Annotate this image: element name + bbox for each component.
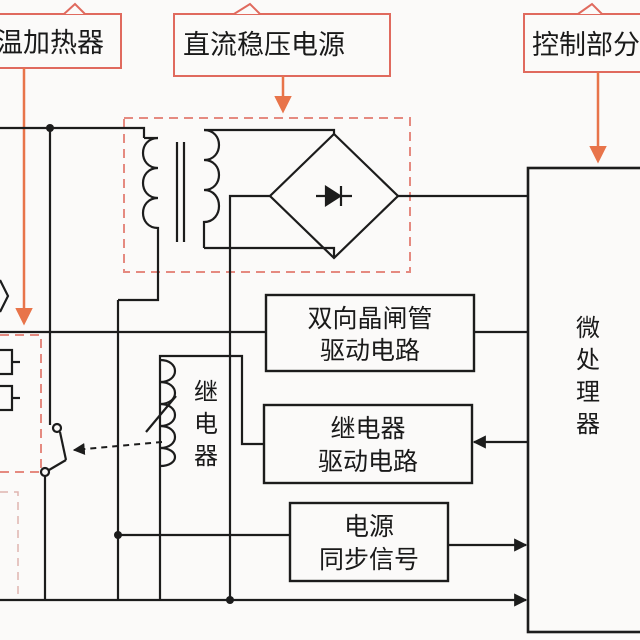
triac-driver-line2: 驱动电路 (320, 336, 420, 365)
mcu-char-1: 微 (576, 314, 600, 342)
sync-signal-line1: 电源 (344, 512, 394, 541)
callout-control: 控制部分 (523, 2, 640, 73)
sync-signal-line2: 同步信号 (319, 545, 419, 574)
transformer (142, 128, 220, 248)
microprocessor-block: 微 处 理 器 (526, 166, 640, 634)
relay-label-2: 电 (194, 410, 218, 438)
relay-contact (39, 422, 68, 478)
relay-driver-line1: 继电器 (330, 414, 405, 443)
triac-driver-block: 双向晶闸管 驱动电路 (264, 293, 476, 373)
primary-lead-top (50, 126, 146, 138)
bridge-rectifier (268, 132, 400, 260)
callout-heater-text: 温加热器 (0, 28, 104, 59)
relay-driver-block: 继电器 驱动电路 (262, 403, 474, 485)
callout-control-text: 控制部分 (532, 30, 640, 61)
triac-driver-line1: 双向晶闸管 (307, 304, 432, 333)
primary-lead-bottom (118, 244, 160, 302)
dc-ground-line (228, 194, 270, 600)
relay-coil-top-lead (158, 354, 232, 360)
sync-signal-block: 电源 同步信号 (288, 501, 450, 583)
heater-element (0, 279, 20, 412)
mcu-char-3: 理 (576, 378, 600, 406)
mcu-char-4: 器 (576, 410, 600, 438)
relay-driver-line2: 驱动电路 (318, 447, 418, 476)
lower-dashed-box (0, 491, 19, 601)
secondary-lead-top (204, 128, 336, 134)
callout-dc-supply-text: 直流稳压电源 (183, 30, 345, 61)
relay-label-1: 继 (194, 378, 218, 406)
callout-dc-supply: 直流稳压电源 (173, 2, 391, 77)
secondary-lead-bottom (204, 246, 336, 258)
relay-driver-output (232, 354, 264, 446)
heater-dashed-box (0, 334, 42, 473)
mcu-char-2: 处 (576, 346, 600, 374)
relay-coil (145, 358, 177, 600)
relay-label-3: 器 (194, 442, 218, 470)
callout-heater: 温加热器 (0, 2, 122, 69)
